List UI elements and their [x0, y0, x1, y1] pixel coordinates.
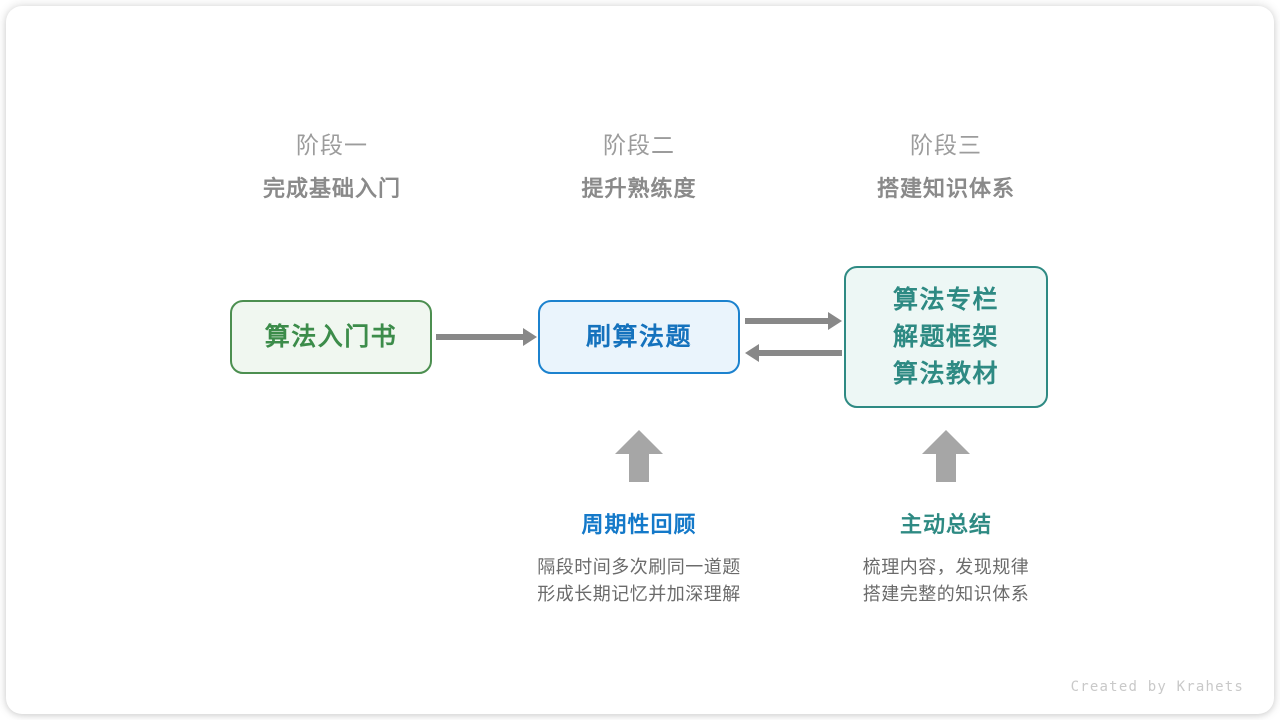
- note-periodic-review-description: 隔段时间多次刷同一道题 形成长期记忆并加深理解: [479, 554, 799, 608]
- node-learning-resources-line-3: 算法教材: [892, 359, 999, 388]
- note-periodic-review: 周期性回顾 隔段时间多次刷同一道题 形成长期记忆并加深理解: [479, 510, 799, 608]
- node-algorithm-book[interactable]: 算法入门书: [230, 300, 432, 374]
- arrow-practice-to-resources-icon: [745, 318, 829, 324]
- note-periodic-review-desc-line-2: 形成长期记忆并加深理解: [537, 584, 741, 604]
- node-learning-resources[interactable]: 算法专栏 解题框架 算法教材: [844, 266, 1048, 408]
- node-practice-problems-label: 刷算法题: [585, 322, 692, 351]
- phase-subtitle-2: 提升熟练度: [581, 176, 697, 201]
- arrow-resources-to-practice-icon: [758, 350, 842, 356]
- node-learning-resources-line-1: 算法专栏: [892, 285, 999, 314]
- arrow-up-review-shaft: [629, 452, 649, 482]
- node-algorithm-book-label: 算法入门书: [264, 322, 398, 351]
- arrow-up-review-head: [615, 430, 663, 454]
- phase-header-3: 阶段三 搭建知识体系: [816, 130, 1076, 204]
- arrow-up-summary-head: [922, 430, 970, 454]
- credit-text: Created by Krahets: [1070, 679, 1244, 695]
- arrow-up-summary-shaft: [936, 452, 956, 482]
- phase-name-2: 阶段二: [603, 132, 675, 158]
- note-active-summary-desc-line-2: 搭建完整的知识体系: [862, 584, 1030, 604]
- note-periodic-review-title: 周期性回顾: [581, 512, 697, 537]
- note-active-summary-title: 主动总结: [899, 512, 992, 537]
- node-practice-problems[interactable]: 刷算法题: [538, 300, 740, 374]
- phase-name-3: 阶段三: [910, 132, 982, 158]
- phase-subtitle-3: 搭建知识体系: [876, 176, 1015, 201]
- note-active-summary: 主动总结 梳理内容，发现规律 搭建完整的知识体系: [786, 510, 1106, 608]
- arrow-book-to-practice-icon: [436, 334, 524, 340]
- phase-header-2: 阶段二 提升熟练度: [509, 130, 769, 204]
- note-active-summary-desc-line-1: 梳理内容，发现规律: [862, 557, 1030, 577]
- arrow-up-review-icon: [615, 430, 663, 482]
- arrow-up-summary-icon: [922, 430, 970, 482]
- note-periodic-review-desc-line-1: 隔段时间多次刷同一道题: [537, 557, 741, 577]
- phase-subtitle-1: 完成基础入门: [262, 176, 401, 201]
- phase-header-1: 阶段一 完成基础入门: [202, 130, 462, 204]
- node-learning-resources-line-2: 解题框架: [892, 322, 999, 351]
- note-active-summary-description: 梳理内容，发现规律 搭建完整的知识体系: [786, 554, 1106, 608]
- phase-name-1: 阶段一: [296, 132, 368, 158]
